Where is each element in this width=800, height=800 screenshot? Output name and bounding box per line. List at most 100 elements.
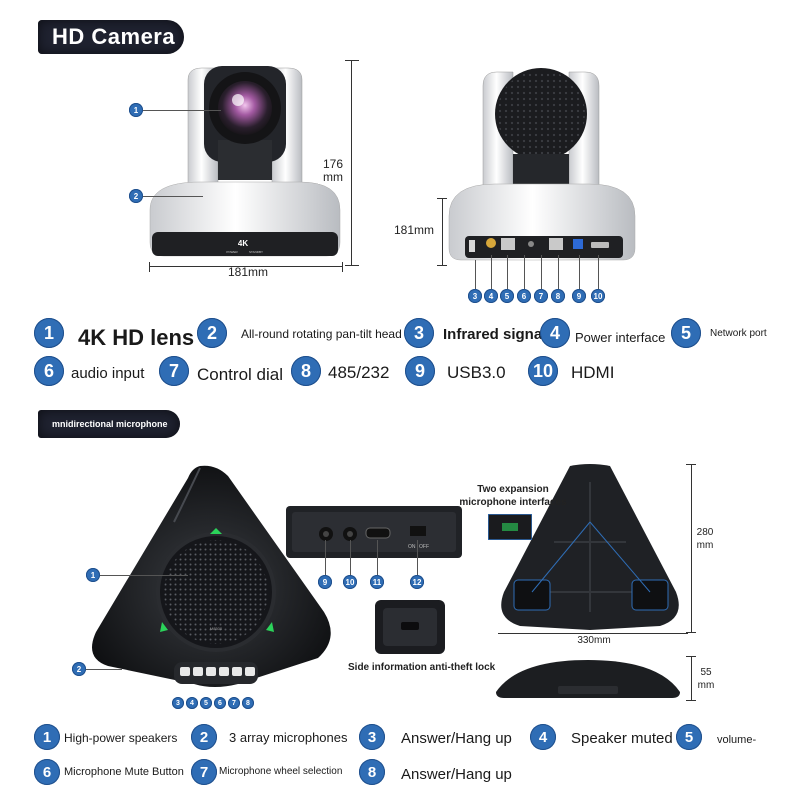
camera-width-dimension: 181mm <box>227 265 268 279</box>
mic-model-text: M8300 <box>210 626 223 631</box>
dim-tick <box>437 265 447 266</box>
mic-ports-image: ON OFF <box>286 506 462 558</box>
mic-feature-5-badge: 5 <box>676 724 702 750</box>
dim-line-horizontal <box>498 633 688 634</box>
camera-feature-7-label: Control dial <box>197 365 283 384</box>
camera-back-image <box>448 68 636 261</box>
mic-callout-12: 12 <box>410 575 424 589</box>
leader-line <box>417 540 418 575</box>
camera-feature-10-label: HDMI <box>571 363 615 382</box>
mic-side-image <box>496 660 680 698</box>
mic-width-dimension: 330mm <box>577 635 611 646</box>
mic-callout-4: 4 <box>186 697 198 709</box>
dim-tick <box>686 632 696 633</box>
mic-callout-5: 5 <box>200 697 212 709</box>
camera-callout-7: 7 <box>534 289 548 303</box>
mic-feature-6-label: Microphone Mute Button <box>64 766 184 778</box>
mic-section-title: mnidirectional microphone <box>38 410 180 438</box>
leader-line <box>377 540 378 575</box>
leader-line <box>143 110 221 111</box>
mic-feature-8-label: Answer/Hang up <box>401 766 512 783</box>
camera-feature-4-badge: 4 <box>540 318 570 348</box>
camera-feature-8-label: 485/232 <box>328 363 390 382</box>
leader-line <box>598 255 599 289</box>
leader-line <box>558 255 559 289</box>
mic-feature-7-label: Microphone wheel selection <box>219 766 343 777</box>
mic-callout-8: 8 <box>242 697 254 709</box>
camera-feature-10-badge: 10 <box>528 356 558 386</box>
camera-feature-9-badge: 9 <box>405 356 435 386</box>
dim-tick <box>345 265 359 266</box>
leader-line <box>524 255 525 289</box>
mic-feature-3-label: Answer/Hang up <box>401 730 512 747</box>
leader-line <box>475 260 476 289</box>
mic-height-dimension: 280 mm <box>696 527 714 551</box>
mic-feature-3-badge: 3 <box>359 724 385 750</box>
mic-feature-7-badge: 7 <box>191 759 217 785</box>
camera-callout-6: 6 <box>517 289 531 303</box>
leader-line <box>541 255 542 289</box>
camera-callout-2: 2 <box>129 189 143 203</box>
dim-line-vertical <box>442 198 443 266</box>
mic-feature-1-badge: 1 <box>34 724 60 750</box>
mic-feature-1-label: High-power speakers <box>64 731 178 745</box>
camera-section-title: HD Camera <box>38 20 184 54</box>
mic-callout-11: 11 <box>370 575 384 589</box>
switch-off-label: OFF <box>419 544 429 550</box>
dim-line-vertical <box>691 464 692 632</box>
mic-callout-6: 6 <box>214 697 226 709</box>
mic-feature-4-badge: 4 <box>530 724 556 750</box>
camera-feature-5-label: Network port <box>710 328 767 339</box>
mic-callout-10: 10 <box>343 575 357 589</box>
mic-feature-6-badge: 6 <box>34 759 60 785</box>
mic-feature-2-badge: 2 <box>191 724 217 750</box>
anti-theft-caption: Side information anti-theft lock <box>348 662 496 673</box>
camera-4k-mark: 4K <box>238 239 248 248</box>
dim-tick <box>686 700 696 701</box>
camera-callout-9: 9 <box>572 289 586 303</box>
mic-bottom-image <box>501 464 679 630</box>
leader-line <box>491 255 492 289</box>
anti-theft-lock-image <box>375 600 445 654</box>
camera-feature-6-badge: 6 <box>34 356 64 386</box>
leader-line <box>143 196 203 197</box>
dim-line-vertical <box>691 656 692 700</box>
camera-callout-3: 3 <box>468 289 482 303</box>
camera-callout-1: 1 <box>129 103 143 117</box>
mic-thickness-dimension: 55 mm <box>697 667 715 691</box>
mic-callout-2: 2 <box>72 662 86 676</box>
camera-feature-3-label: Infrared signal <box>443 326 547 343</box>
camera-feature-1-badge: 1 <box>34 318 64 348</box>
dim-tick <box>345 60 359 61</box>
standby-led-label: STANDBY <box>249 250 263 254</box>
dim-line-vertical <box>351 60 352 265</box>
camera-feature-5-badge: 5 <box>671 318 701 348</box>
camera-feature-1-label: 4K HD lens <box>78 325 195 350</box>
camera-feature-7-badge: 7 <box>159 356 189 386</box>
leader-line <box>100 575 188 576</box>
camera-callout-10: 10 <box>591 289 605 303</box>
leader-line <box>579 255 580 289</box>
camera-feature-4-label: Power interface <box>575 330 666 345</box>
camera-feature-3-badge: 3 <box>404 318 434 348</box>
dim-tick <box>149 262 150 272</box>
leader-line <box>507 255 508 289</box>
mic-feature-4-label: Speaker muted <box>571 730 673 747</box>
camera-feature-9-label: USB3.0 <box>447 363 506 382</box>
mic-feature-5-label: volume- <box>717 734 757 746</box>
camera-feature-6-label: audio input <box>71 365 145 382</box>
expansion-interface-caption: Two expansion microphone interfaces <box>459 484 567 508</box>
leader-line <box>350 540 351 575</box>
dim-line-horizontal <box>149 266 342 267</box>
camera-callout-8: 8 <box>551 289 565 303</box>
leader-line <box>325 540 326 575</box>
camera-depth-dimension: 181mm <box>388 224 440 237</box>
camera-feature-8-badge: 8 <box>291 356 321 386</box>
camera-callout-4: 4 <box>484 289 498 303</box>
mic-callout-3: 3 <box>172 697 184 709</box>
dim-tick <box>342 262 343 272</box>
camera-height-dimension: 176 mm <box>318 158 348 184</box>
mic-top-image: M8300 <box>92 465 331 687</box>
expansion-port-inset <box>488 514 532 540</box>
switch-on-label: ON <box>408 544 416 550</box>
